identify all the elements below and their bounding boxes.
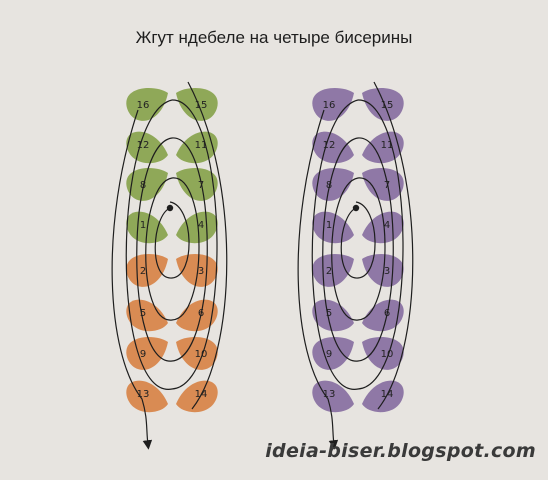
bead-label-16: 16 [137,100,150,111]
watermark: ideia-biser.blogspot.com [265,440,536,462]
bead-label-11: 11 [195,140,208,151]
diagram-title: Жгут ндебеле на четыре бисерины [135,28,413,47]
bead-9 [312,336,354,370]
thread-start-dot [166,204,174,212]
bead-label-1: 1 [326,220,332,231]
bead-label-7: 7 [384,180,390,191]
bead-7 [176,167,218,201]
bead-label-2: 2 [326,266,332,277]
bead-5 [312,299,354,332]
bead-label-10: 10 [195,349,208,360]
thread-loop [154,201,190,279]
bead-label-15: 15 [195,100,208,111]
bead-label-12: 12 [323,140,336,151]
thread-loop [311,99,404,390]
bead-15 [362,87,404,121]
thread-start-dot [352,204,360,212]
bead-6 [362,299,404,332]
thread-loop [340,201,376,279]
thread-loop [136,137,208,362]
bead-10 [362,336,404,370]
bead-label-2: 2 [140,266,146,277]
thread-loop [331,177,386,321]
bead-10 [176,336,218,370]
bead-11 [176,131,218,164]
bead-6 [176,299,218,332]
bead-label-5: 5 [140,308,146,319]
bead-label-7: 7 [198,180,204,191]
bead-label-1: 1 [140,220,146,231]
bead-label-4: 4 [384,220,390,231]
bead-label-10: 10 [381,349,394,360]
bead-label-5: 5 [326,308,332,319]
thread-loop [125,99,218,390]
bead-13 [126,380,168,413]
bead-7 [362,167,404,201]
bead-11 [362,131,404,164]
bead-8 [312,167,354,201]
bead-14 [362,380,404,413]
bead-5 [126,299,168,332]
bead-label-9: 9 [140,349,146,360]
bead-label-3: 3 [384,266,390,277]
bead-label-9: 9 [326,349,332,360]
bead-8 [126,167,168,201]
bead-label-13: 13 [323,389,336,400]
bead-label-11: 11 [381,140,394,151]
bead-14 [176,380,218,413]
bead-13 [312,380,354,413]
bead-label-3: 3 [198,266,204,277]
bead-label-13: 13 [137,389,150,400]
bead-9 [126,336,168,370]
bead-label-15: 15 [381,100,394,111]
bead-label-16: 16 [323,100,336,111]
bead-15 [176,87,218,121]
thread-arrow [297,81,414,445]
thread-loop [145,177,200,321]
bead-label-12: 12 [137,140,150,151]
thread-arrow [111,81,228,445]
thread-loop [322,137,394,362]
bead-label-4: 4 [198,220,204,231]
